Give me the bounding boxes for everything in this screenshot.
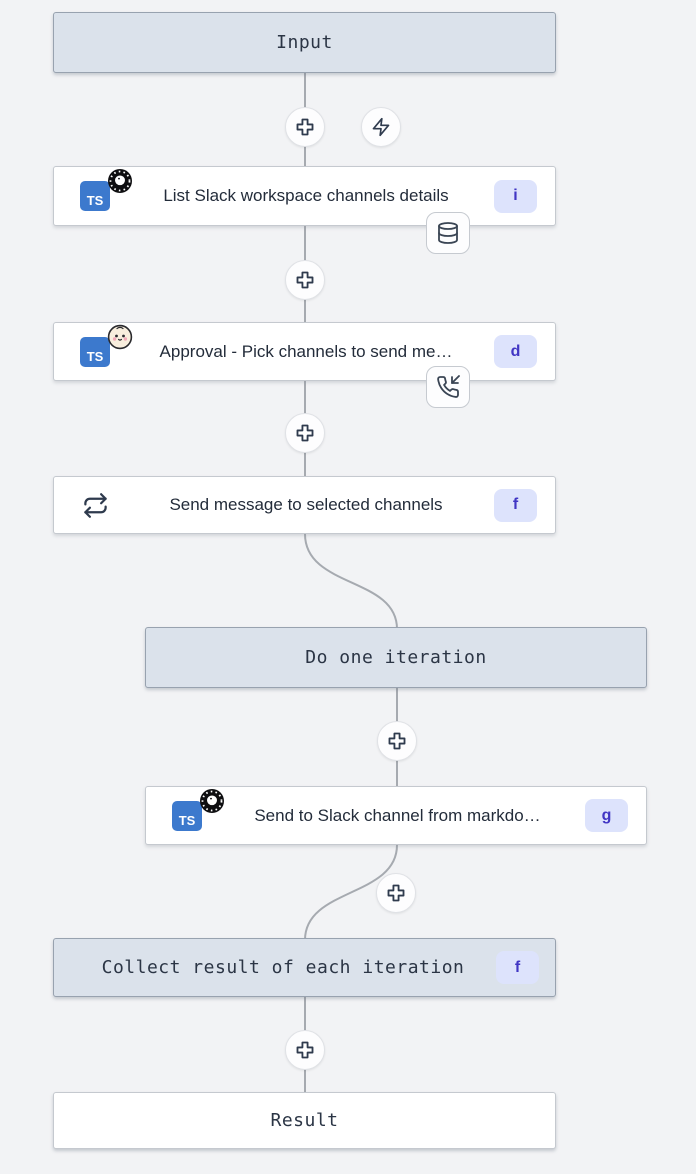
cache-button[interactable] [426,212,470,254]
step-id-badge: i [494,179,537,213]
typescript-logo: TS [80,181,110,211]
node-label: Do one iteration [305,647,487,668]
step-id-badge: f [496,951,539,984]
typescript-icon: TS [164,788,224,831]
node-send-slack[interactable]: TS Send to Slack channel from markdo… g [145,786,647,845]
suspend-approval-button[interactable] [426,366,470,408]
step-id-badge: g [585,799,628,832]
database-icon [438,222,458,244]
add-step-button[interactable] [285,1030,325,1070]
deno-icon [200,788,224,813]
node-input-label: Input [276,32,333,53]
node-label: List Slack workspace channels details [163,186,449,205]
node-input[interactable]: Input [53,12,556,73]
step-id-badge: f [494,488,537,522]
phone-incoming-icon [437,375,460,398]
node-label: Result [270,1110,339,1131]
node-label: Send to Slack channel from markdo… [254,805,541,825]
typescript-icon: TS [72,169,132,211]
plus-icon [296,424,314,442]
typescript-logo: TS [172,800,202,831]
step-id-badge: d [494,335,537,368]
node-approval[interactable]: TS Approval - Pick channels to send me… … [53,322,556,381]
node-result[interactable]: Result [53,1092,556,1149]
typescript-logo: TS [80,336,110,367]
add-step-button[interactable] [285,107,325,147]
node-do-one-iteration[interactable]: Do one iteration [145,627,647,688]
plus-icon [296,271,314,289]
typescript-icon: TS [72,324,133,367]
add-step-button[interactable] [376,873,416,913]
bun-icon [107,324,133,349]
add-step-button[interactable] [285,413,325,453]
deno-icon [108,169,132,193]
node-list-channels[interactable]: TS List Slack workspace channels details… [53,166,556,226]
node-label: Approval - Pick channels to send me… [159,341,453,361]
add-step-button[interactable] [285,260,325,300]
plus-icon [388,732,406,750]
trigger-button[interactable] [361,107,401,147]
node-send-message[interactable]: Send message to selected channels f [53,476,556,534]
plus-icon [387,884,405,902]
plus-icon [296,1041,314,1059]
node-label: Send message to selected channels [169,495,443,514]
zap-icon [372,117,390,137]
plus-icon [296,118,314,136]
node-label: Collect result of each iteration [101,957,465,978]
node-collect-result[interactable]: Collect result of each iteration f [53,938,556,997]
repeat-icon [83,492,107,518]
add-step-button[interactable] [377,721,417,761]
forloop-icon-wrap [72,492,118,519]
